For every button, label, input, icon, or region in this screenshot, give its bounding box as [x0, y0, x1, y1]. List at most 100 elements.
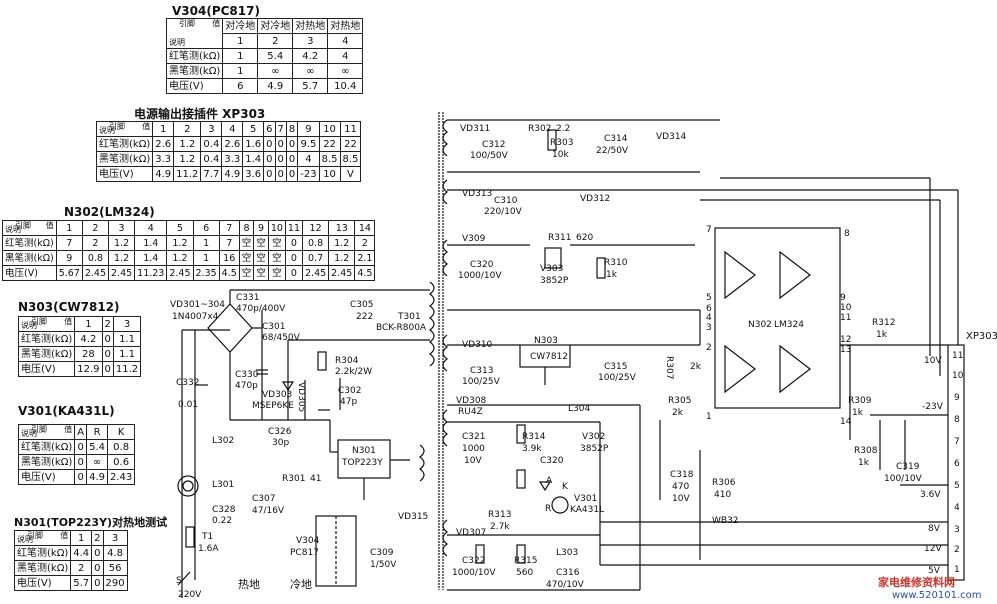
svg-text:12: 12	[840, 335, 851, 345]
label-c302: C302	[338, 386, 362, 396]
svg-text:6: 6	[954, 459, 960, 469]
label-l302: L302	[212, 436, 235, 446]
bridge-rectifier	[207, 289, 430, 421]
label-c309-value: 1/50V	[370, 560, 397, 570]
label-pin-a: A	[546, 476, 553, 486]
label-v302: V302	[582, 432, 606, 442]
label-c318-value: 470	[672, 482, 690, 492]
label-r314-value: 3.9k	[522, 444, 542, 454]
label-5v: 5V	[928, 566, 940, 576]
label-8v: 8V	[928, 524, 940, 534]
label-cw7812: CW7812	[530, 352, 569, 362]
connector-xp303	[600, 177, 965, 581]
svg-text:7: 7	[706, 225, 712, 235]
label-v303-part: 3852P	[540, 276, 569, 286]
label-c322-value: 1000/10V	[452, 568, 496, 578]
n301-top223y	[329, 420, 410, 500]
label-hot-ground: 热地	[238, 578, 260, 591]
label-t1-value: 1.6A	[198, 544, 219, 554]
label-c330: C330	[235, 370, 259, 380]
label-c305: C305	[350, 300, 374, 310]
svg-text:3: 3	[706, 323, 712, 333]
table-v304-title: V304(PC817)	[172, 4, 260, 18]
watermark-site-url: www.520101.com	[892, 590, 982, 601]
label-c328-value: 0.22	[212, 516, 233, 526]
label-r315: R315	[514, 556, 538, 566]
label-msep6ke: MSEP6KE	[252, 401, 294, 411]
svg-text:1: 1	[954, 565, 960, 575]
label-c301-value: 68/450V	[262, 333, 300, 343]
label-r313: R313	[488, 510, 512, 520]
label-c332-value: 0.01	[178, 400, 199, 410]
label-r305-value: 2k	[672, 408, 683, 418]
snubber-network	[281, 339, 430, 420]
label-cold-ground: 冷地	[290, 578, 312, 591]
label-12v: 12V	[924, 544, 942, 554]
label-c320-mid: C320	[540, 456, 564, 466]
label-r307: R307	[664, 356, 674, 380]
svg-text:13: 13	[840, 345, 851, 355]
svg-text:11: 11	[840, 313, 851, 323]
label-v303: V303	[540, 264, 564, 274]
table-v301-title: V301(KA431L)	[18, 404, 115, 418]
label-c307: C307	[252, 494, 276, 504]
label-c319-value: 100/10V	[884, 474, 922, 484]
table-header-cell: 值引脚说明	[13, 530, 72, 546]
label-lm324: LM324	[774, 320, 804, 330]
label-r303: R303	[550, 138, 574, 148]
label-c315-value: 100/25V	[598, 373, 636, 383]
label-r313-value: 2.7k	[490, 522, 510, 532]
label-r312: R312	[872, 318, 896, 328]
label-c318-voltage: 10V	[672, 494, 690, 504]
label-vd313: VD313	[462, 189, 493, 199]
svg-text:8: 8	[954, 415, 960, 425]
label-r306: R306	[712, 478, 736, 488]
label-r305: R305	[668, 396, 692, 406]
ac-input	[177, 329, 230, 598]
label-c312-value: 100/50V	[470, 151, 508, 161]
label-r302: R302	[528, 124, 552, 134]
label-r303-value: 10k	[552, 150, 569, 160]
label-c310: C310	[494, 196, 518, 206]
svg-text:2: 2	[954, 545, 960, 555]
label-r309: R309	[848, 396, 872, 406]
label-vd314: VD314	[656, 132, 687, 142]
label-c313: C313	[470, 366, 494, 376]
label-t301-part: BCK-R800A	[376, 323, 427, 333]
svg-text:10: 10	[840, 303, 852, 313]
label-c321-value: 1000	[462, 444, 485, 454]
label-v301: V301	[574, 494, 598, 504]
label-l303: L303	[556, 548, 579, 558]
label-l304: L304	[568, 404, 591, 414]
label-c313-value: 100/25V	[462, 377, 500, 387]
label-v309: V309	[462, 234, 486, 244]
svg-text:6: 6	[706, 304, 712, 314]
svg-text:10: 10	[952, 371, 964, 381]
table-n301-title: N301(TOP223Y)对热地测试	[14, 516, 168, 529]
svg-text:7: 7	[954, 437, 960, 447]
label-r306-value: 410	[714, 490, 732, 500]
secondary-rails	[447, 119, 720, 591]
label-c321: C321	[462, 432, 486, 442]
svg-text:4: 4	[706, 313, 712, 323]
label-c307-value: 47/16V	[252, 506, 285, 516]
label-t301: T301	[398, 312, 421, 322]
label-c302-value: 47p	[340, 397, 358, 407]
label-c331-value: 470p/400V	[236, 304, 286, 314]
table-xp303-title: 电源输出接插件 XP303	[134, 107, 266, 121]
n302-lm324	[714, 227, 841, 409]
label-r312-value: 1k	[876, 330, 887, 340]
label-r304-value: 2.2k/2W	[335, 367, 373, 377]
label-c322: C322	[462, 556, 486, 566]
label-c314: C314	[604, 134, 628, 144]
label-wb32: WB32	[712, 516, 739, 526]
